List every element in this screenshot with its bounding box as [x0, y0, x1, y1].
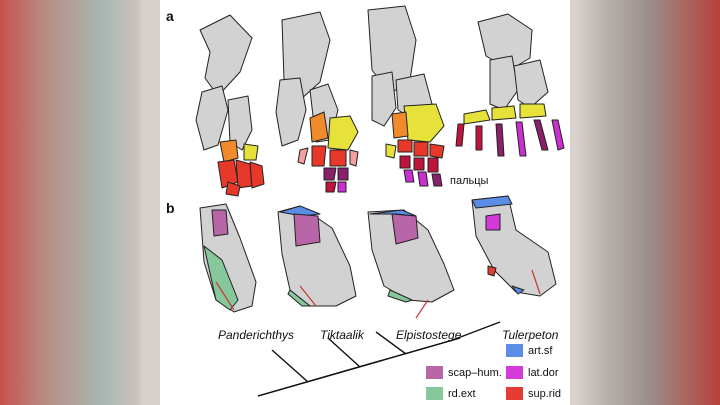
taxon-panderichthys: Panderichthys [218, 328, 295, 342]
legend-swatch [506, 344, 523, 357]
fin-3 [367, 5, 445, 187]
legend-item-lat-dor: lat.dor [506, 366, 559, 379]
legend-label: scap–hum. [448, 366, 502, 379]
phylogeny-tree [257, 321, 501, 397]
legend-swatch [506, 366, 523, 379]
legend-item-rd-ext: rd.ext [426, 387, 476, 400]
legend-label: sup.rid [528, 387, 562, 400]
fin-4 [455, 13, 565, 157]
figure-panel: a b пальцы Panderichthys Tiktaalik Elpis… [160, 0, 570, 405]
legend-label: lat.dor [528, 366, 559, 379]
humerus-2 [277, 205, 357, 307]
arrows [215, 269, 541, 319]
humerus-1 [199, 203, 257, 313]
taxon-tulerpeton: Tulerpeton [502, 328, 559, 342]
figure-drawing [195, 5, 565, 397]
legend-item-art-sf: art.sf [506, 344, 552, 357]
taxon-elpistostege: Elpistostege [396, 328, 462, 342]
panel-a-label: a [166, 8, 174, 24]
fin-1 [195, 14, 265, 197]
legend-label: art.sf [528, 344, 553, 357]
humerus-3 [367, 209, 455, 303]
digits-label: пальцы [450, 175, 489, 187]
legend-swatch [506, 387, 523, 400]
legend-item-scap-hum: scap–hum. [426, 366, 502, 379]
fin-2 [275, 11, 359, 193]
panel-b-label: b [166, 200, 175, 216]
legend-label: rd.ext [448, 387, 476, 400]
taxon-tiktaalik: Tiktaalik [320, 328, 364, 342]
legend-item-sup-rid: sup.rid [506, 387, 561, 400]
humerus-4 [471, 195, 557, 297]
legend-swatch [426, 387, 443, 400]
legend-swatch [426, 366, 443, 379]
